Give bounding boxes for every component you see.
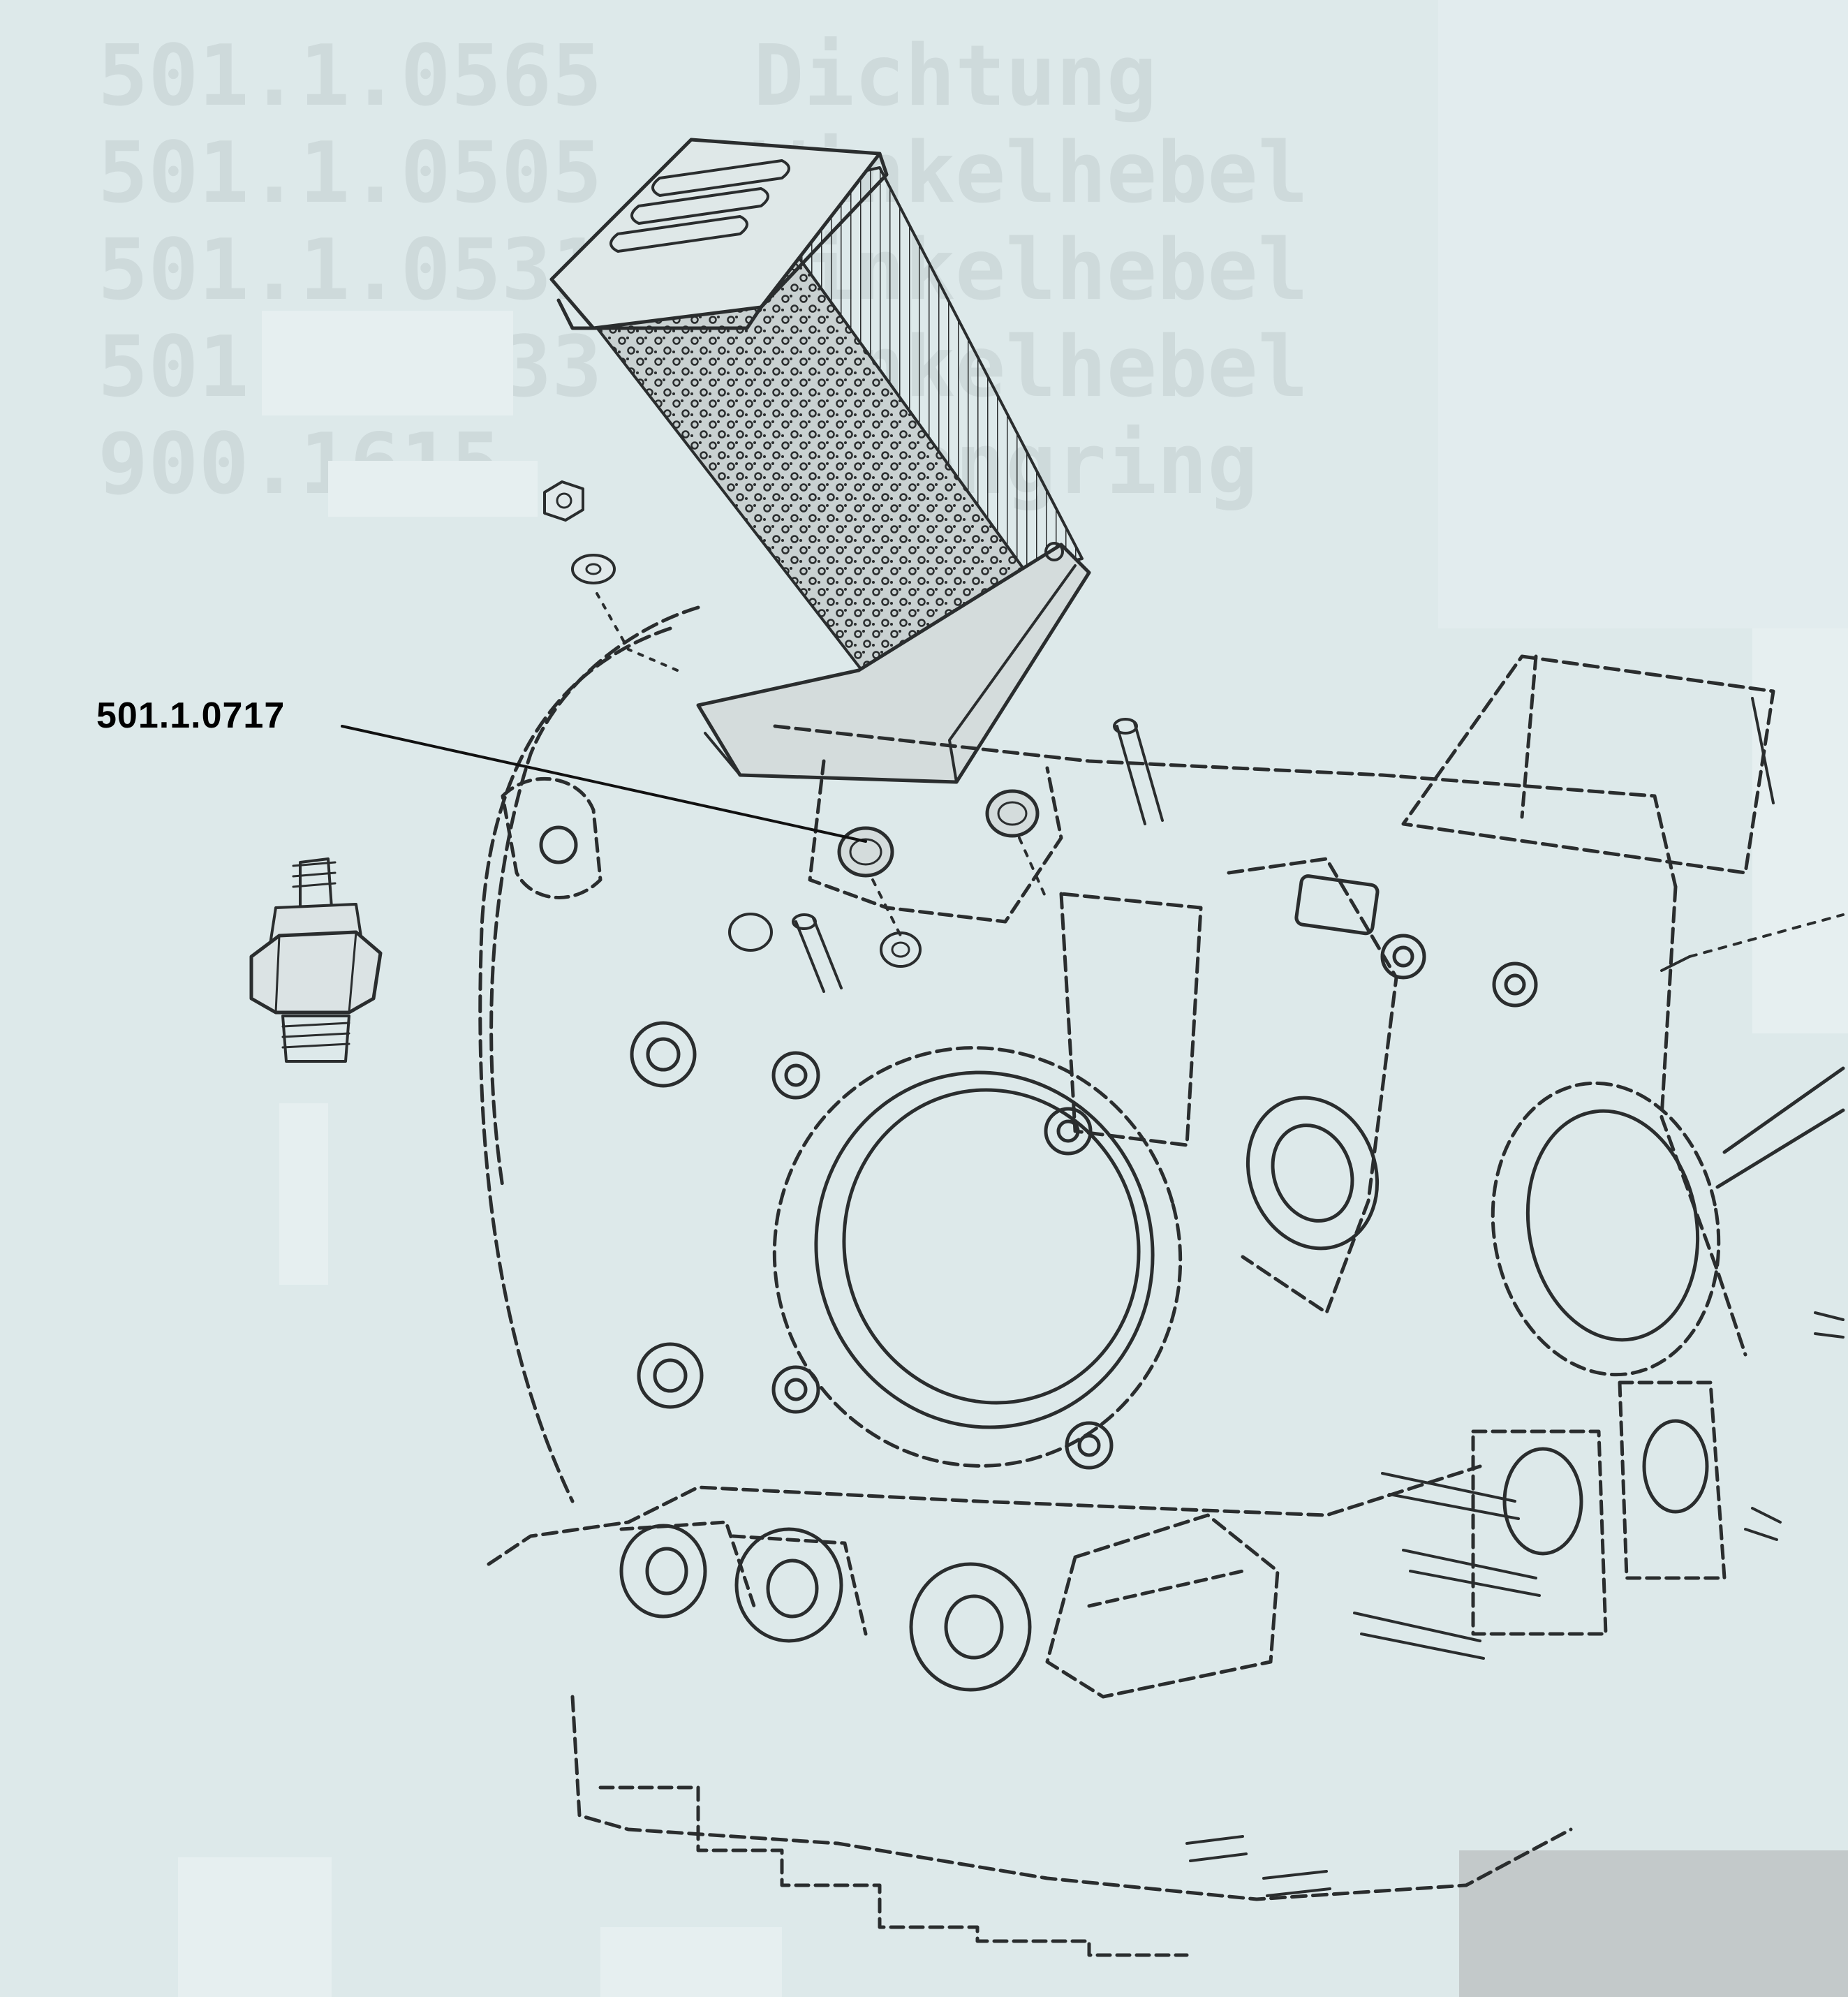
redaction-patch [600,1927,782,1997]
nut-and-washer [543,480,679,672]
redaction-patch [1459,1850,1848,1997]
redaction-patch [1752,628,1848,1033]
part-number-callout: 501.1.0717 [96,695,286,736]
redaction-patch [1438,0,1848,628]
callout-leader-line [341,725,867,843]
redaction-patch [279,1103,328,1285]
oil-cooler [549,138,1091,784]
redaction-patch [178,1857,332,1997]
redaction-patch [262,311,513,415]
oil-pressure-sender [249,857,383,1063]
redaction-patch [328,461,538,517]
crankcase [478,605,1845,1957]
